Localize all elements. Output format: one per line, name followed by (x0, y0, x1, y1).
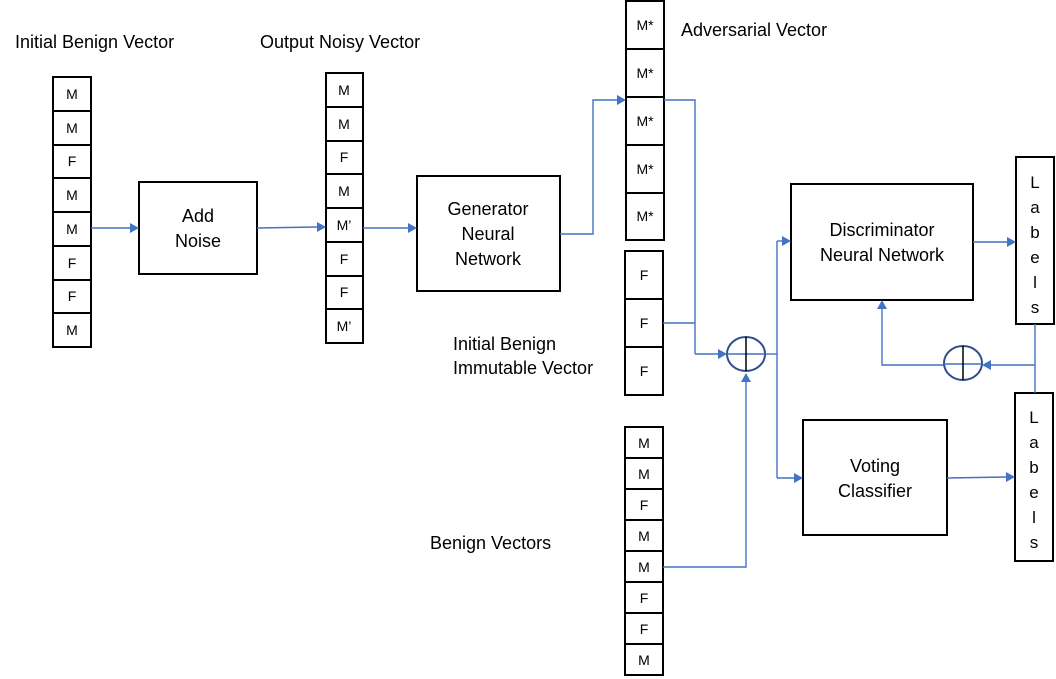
arrow-right-icon (782, 236, 791, 246)
vector-cell: F (640, 315, 649, 331)
arrow-right-icon (1007, 237, 1016, 247)
vector-cell: F (68, 255, 77, 271)
vector-cell: M (66, 86, 78, 102)
labels-letter: b (1029, 458, 1038, 477)
vector-cell: M (638, 559, 650, 575)
vector-cell: F (640, 267, 649, 283)
discriminator-neural-network-box: Discriminator Neural Network (790, 183, 974, 301)
arrow-right-icon (794, 473, 803, 483)
vector-cell: M (66, 322, 78, 338)
vector-cell: M’ (337, 318, 352, 334)
labels-letter: b (1030, 223, 1039, 242)
box-label: Neural (461, 224, 514, 244)
labels-letter: a (1029, 433, 1039, 452)
box-label: Network (455, 249, 522, 269)
vector-adversarial: M* M* M* M* M* (625, 0, 665, 241)
vector-cell: F (340, 284, 349, 300)
label-adversarial-vector: Adversarial Vector (681, 20, 827, 40)
summation-node-icon (943, 345, 983, 381)
vector-cell: M (338, 183, 350, 199)
add-noise-box: Add Noise (138, 181, 258, 275)
box-label: Classifier (838, 481, 912, 501)
vector-cell: M* (636, 208, 654, 224)
arrow-right-icon (617, 95, 626, 105)
arrow-right-icon (718, 349, 727, 359)
labels-box-bottom: L a b e l s (1014, 392, 1054, 562)
vector-initial-benign: M M F M M F F M (52, 76, 92, 348)
labels-letter: l (1033, 273, 1037, 292)
arrow-right-icon (130, 223, 139, 233)
arrow-up-icon (741, 373, 751, 382)
arrow-right-icon (408, 223, 417, 233)
vector-cell: F (68, 288, 77, 304)
vector-cell: M (638, 466, 650, 482)
vector-cell: M (66, 120, 78, 136)
vector-cell: M (66, 187, 78, 203)
vector-cell: M* (636, 161, 654, 177)
vector-cell: M (338, 116, 350, 132)
labels-letter: l (1032, 508, 1036, 527)
box-label: Generator (447, 199, 528, 219)
vector-cell: M (638, 435, 650, 451)
vector-cell: M* (636, 17, 654, 33)
vector-cell: M (338, 82, 350, 98)
arrow-up-icon (877, 300, 887, 309)
box-label: Neural Network (820, 245, 945, 265)
label-initial-benign-vector: Initial Benign Vector (15, 32, 174, 52)
vector-cell: F (340, 251, 349, 267)
vector-cell: M* (636, 113, 654, 129)
labels-letter: L (1029, 408, 1038, 427)
vector-cell: M (66, 221, 78, 237)
labels-box-top: L a b e l s (1015, 156, 1055, 325)
vector-cell: F (340, 149, 349, 165)
vector-benign-vectors: M M F M M F F M (624, 426, 664, 676)
connector-wires (91, 95, 1036, 568)
voting-classifier-box: Voting Classifier (802, 419, 948, 536)
label-output-noisy-vector: Output Noisy Vector (260, 32, 420, 52)
vector-cell: M’ (337, 217, 352, 233)
box-label: Voting (850, 456, 900, 476)
vector-output-noisy: M M F M M’ F F M’ (325, 72, 364, 344)
label-initial-benign-immutable-1: Initial Benign (453, 334, 556, 354)
box-label: Add (182, 206, 214, 226)
vector-immutable: F F F (624, 250, 664, 396)
arrow-right-icon (1006, 472, 1015, 482)
generator-neural-network-box: Generator Neural Network (416, 175, 561, 292)
vector-cell: F (640, 590, 649, 606)
labels-letter: e (1030, 248, 1039, 267)
label-benign-vectors: Benign Vectors (430, 533, 551, 553)
vector-cell: M* (636, 65, 654, 81)
vector-cell: M (638, 528, 650, 544)
box-label: Noise (175, 231, 221, 251)
box-label: Discriminator (829, 220, 934, 240)
vector-cell: F (640, 497, 649, 513)
vector-cell: F (640, 621, 649, 637)
labels-letter: L (1030, 173, 1039, 192)
vector-cell: M (638, 652, 650, 668)
labels-letter: s (1031, 298, 1040, 317)
vector-cell: F (68, 153, 77, 169)
vector-cell: F (640, 363, 649, 379)
label-initial-benign-immutable-2: Immutable Vector (453, 358, 593, 378)
labels-letter: s (1030, 533, 1039, 552)
arrow-right-icon (317, 222, 326, 232)
summation-node-icon (726, 336, 766, 372)
labels-letter: e (1029, 483, 1038, 502)
labels-letter: a (1030, 198, 1040, 217)
arrow-left-icon (982, 360, 991, 370)
